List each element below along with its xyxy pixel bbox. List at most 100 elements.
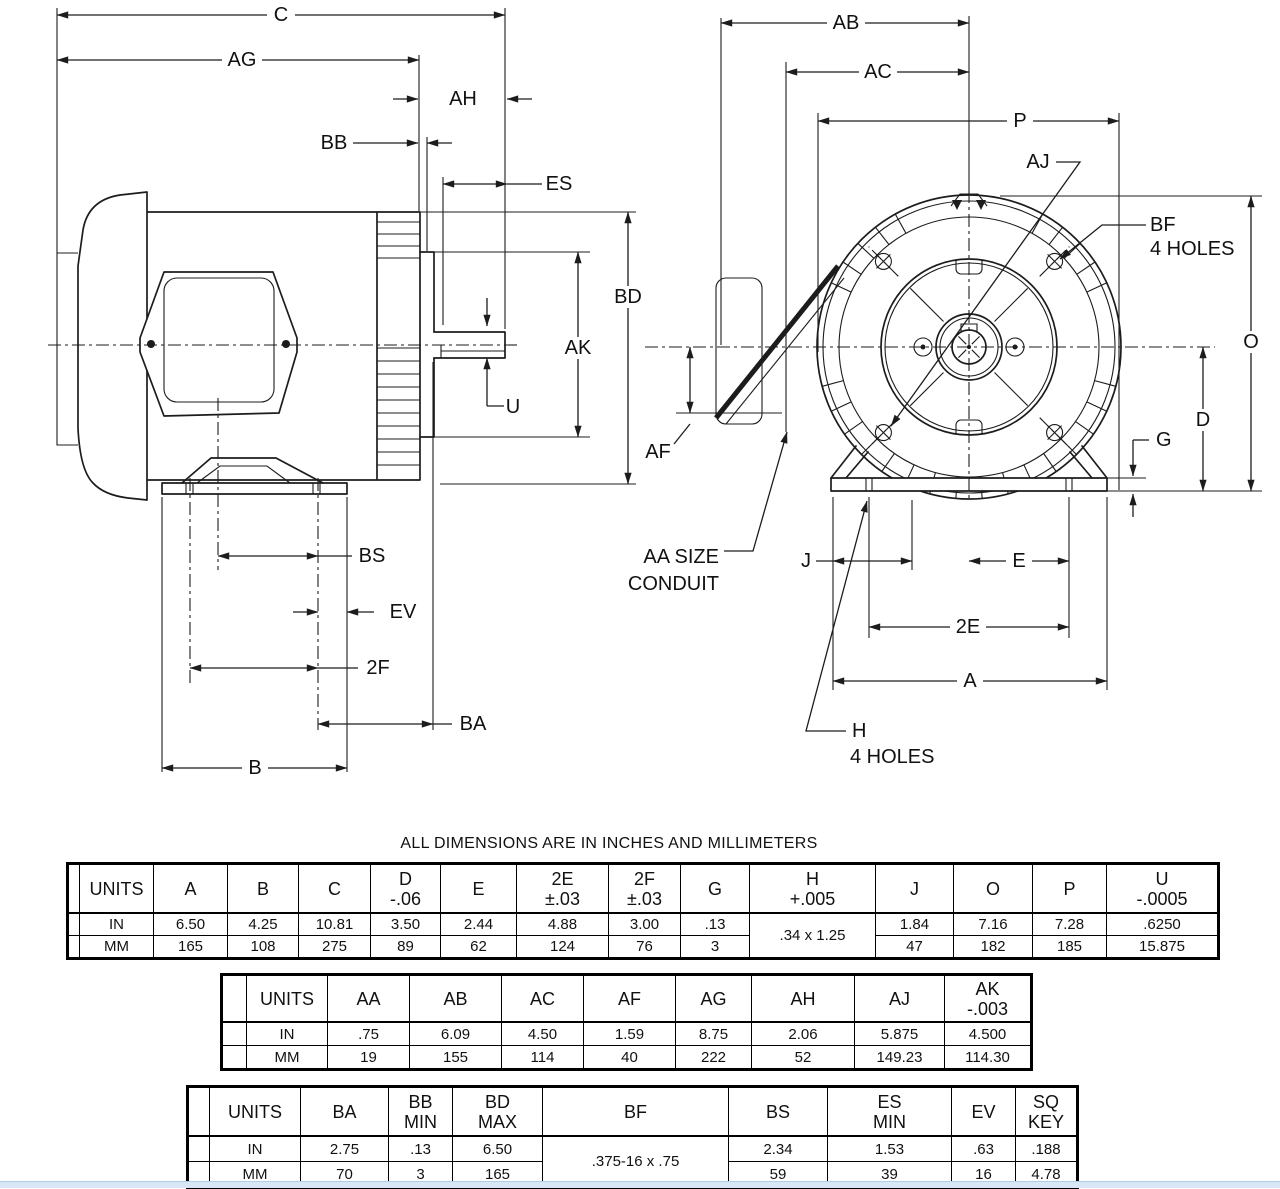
dim-value: 4.500 bbox=[944, 1021, 1032, 1046]
label-aa-conduit: CONDUIT bbox=[628, 573, 719, 595]
unit-label: MM bbox=[79, 935, 154, 959]
dim-value: 2.75 bbox=[300, 1135, 389, 1162]
dim-value: 7.16 bbox=[953, 912, 1033, 936]
col-header-g: G bbox=[680, 863, 750, 914]
front-extension-lines bbox=[676, 18, 1262, 690]
terminal-cover bbox=[139, 271, 298, 417]
fan-cover bbox=[77, 191, 148, 501]
col-header-af: AF bbox=[583, 974, 676, 1023]
dim-label-ak: AK bbox=[565, 337, 592, 359]
dim-label-ah: AH bbox=[449, 88, 477, 110]
dim-label-c: C bbox=[274, 4, 288, 26]
dim-label-ev: EV bbox=[390, 601, 417, 623]
spacer-cell bbox=[67, 863, 80, 914]
dim-label-h: H bbox=[852, 720, 866, 742]
dim-value: 4.50 bbox=[501, 1021, 584, 1046]
col-header-h: H+.005 bbox=[749, 863, 876, 914]
dim-value: 1.53 bbox=[827, 1135, 952, 1162]
dim-value: 10.81 bbox=[298, 912, 371, 936]
col-header-o: O bbox=[953, 863, 1033, 914]
c-face-flange bbox=[419, 251, 435, 438]
spacer-cell bbox=[67, 935, 80, 959]
spacer-cell bbox=[221, 974, 247, 1023]
col-header-units: UNITS bbox=[79, 863, 154, 914]
motor-drawings: C AG AH BB ES BD AK U BS bbox=[48, 4, 1264, 779]
dim-value: 149.23 bbox=[854, 1045, 945, 1070]
dim-value: 47 bbox=[875, 935, 954, 959]
dim-label-af: AF bbox=[645, 441, 671, 463]
dim-value: .63 bbox=[951, 1135, 1016, 1162]
side-centerlines-vertical bbox=[189, 398, 319, 730]
col-header-bs: BS bbox=[728, 1086, 828, 1137]
dim-value: 114.30 bbox=[944, 1045, 1032, 1070]
dim-label-u: U bbox=[506, 396, 520, 418]
col-header-2f: 2F±.03 bbox=[608, 863, 681, 914]
dim-label-j: J bbox=[801, 550, 811, 572]
dim-value: 182 bbox=[953, 935, 1033, 959]
dim-value: .13 bbox=[680, 912, 750, 936]
dim-value: 4.25 bbox=[227, 912, 299, 936]
dim-label-e: E bbox=[1012, 550, 1025, 572]
dim-label-aj: AJ bbox=[1026, 151, 1049, 173]
col-header-p: P bbox=[1032, 863, 1107, 914]
col-header-aa: AA bbox=[327, 974, 410, 1023]
dim-value: 2.06 bbox=[751, 1021, 855, 1046]
dim-label-ba: BA bbox=[460, 713, 487, 735]
table-row-in: IN .75 6.09 4.50 1.59 8.75 2.06 5.875 4.… bbox=[221, 1021, 1032, 1046]
col-header-ag: AG bbox=[675, 974, 752, 1023]
dim-value: 6.50 bbox=[153, 912, 228, 936]
dim-label-2e: 2E bbox=[956, 616, 980, 638]
side-motor-body bbox=[56, 191, 506, 501]
dim-label-p: P bbox=[1013, 110, 1026, 132]
col-header-2e: 2E±.03 bbox=[516, 863, 609, 914]
dim-value: 1.59 bbox=[583, 1021, 676, 1046]
table-row-in: IN 6.50 4.25 10.81 3.50 2.44 4.88 3.00 .… bbox=[67, 912, 1219, 959]
col-header-d: D-.06 bbox=[370, 863, 441, 914]
dim-label-2f: 2F bbox=[366, 657, 389, 679]
col-header-ac: AC bbox=[501, 974, 584, 1023]
mounting-foot bbox=[161, 457, 348, 495]
dim-value: 1.84 bbox=[875, 912, 954, 936]
dim-value: 8.75 bbox=[675, 1021, 752, 1046]
col-header-ev: EV bbox=[951, 1086, 1016, 1137]
dim-value: .188 bbox=[1015, 1135, 1078, 1162]
unit-label: IN bbox=[79, 912, 154, 936]
dim-label-bb: BB bbox=[321, 132, 348, 154]
col-header-bf: BF bbox=[542, 1086, 729, 1137]
dim-value: 3 bbox=[680, 935, 750, 959]
unit-label: IN bbox=[246, 1021, 328, 1046]
table-row-in: IN 2.75 .13 6.50 .375-16 x .75 2.34 1.53… bbox=[187, 1135, 1078, 1188]
dim-value: .75 bbox=[327, 1021, 410, 1046]
spacer-cell bbox=[187, 1086, 210, 1137]
dim-value: 108 bbox=[227, 935, 299, 959]
dim-value: 7.28 bbox=[1032, 912, 1107, 936]
dimension-table-main: UNITS A B C D-.06 E 2E±.03 2F±.03 G H+.0… bbox=[66, 862, 1220, 960]
conduit-box bbox=[714, 264, 845, 425]
dim-value: 3.00 bbox=[608, 912, 681, 936]
dim-label-h-holes: 4 HOLES bbox=[850, 746, 934, 768]
dim-label-bf: BF bbox=[1150, 214, 1176, 236]
side-extension-lines bbox=[56, 8, 636, 772]
dim-value: 2.44 bbox=[440, 912, 517, 936]
table-row-mm: MM 165 108 275 89 62 124 76 3 47 182 185… bbox=[67, 935, 1219, 959]
dim-label-ag: AG bbox=[228, 49, 257, 71]
side-dimensions: C AG AH BB ES BD AK U BS bbox=[56, 4, 648, 779]
col-header-b: B bbox=[227, 863, 299, 914]
dim-value: .13 bbox=[388, 1135, 453, 1162]
col-header-ak: AK-.003 bbox=[944, 974, 1032, 1023]
dim-label-d: D bbox=[1196, 409, 1210, 431]
col-header-units: UNITS bbox=[209, 1086, 301, 1137]
dim-value: 5.875 bbox=[854, 1021, 945, 1046]
dim-label-o: O bbox=[1243, 331, 1259, 353]
dim-value: 40 bbox=[583, 1045, 676, 1070]
unit-label: IN bbox=[209, 1135, 301, 1162]
col-header-ah: AH bbox=[751, 974, 855, 1023]
spacer-cell bbox=[221, 1021, 247, 1046]
dim-value: 19 bbox=[327, 1045, 410, 1070]
dim-value: 185 bbox=[1032, 935, 1107, 959]
dim-label-ac: AC bbox=[864, 61, 892, 83]
